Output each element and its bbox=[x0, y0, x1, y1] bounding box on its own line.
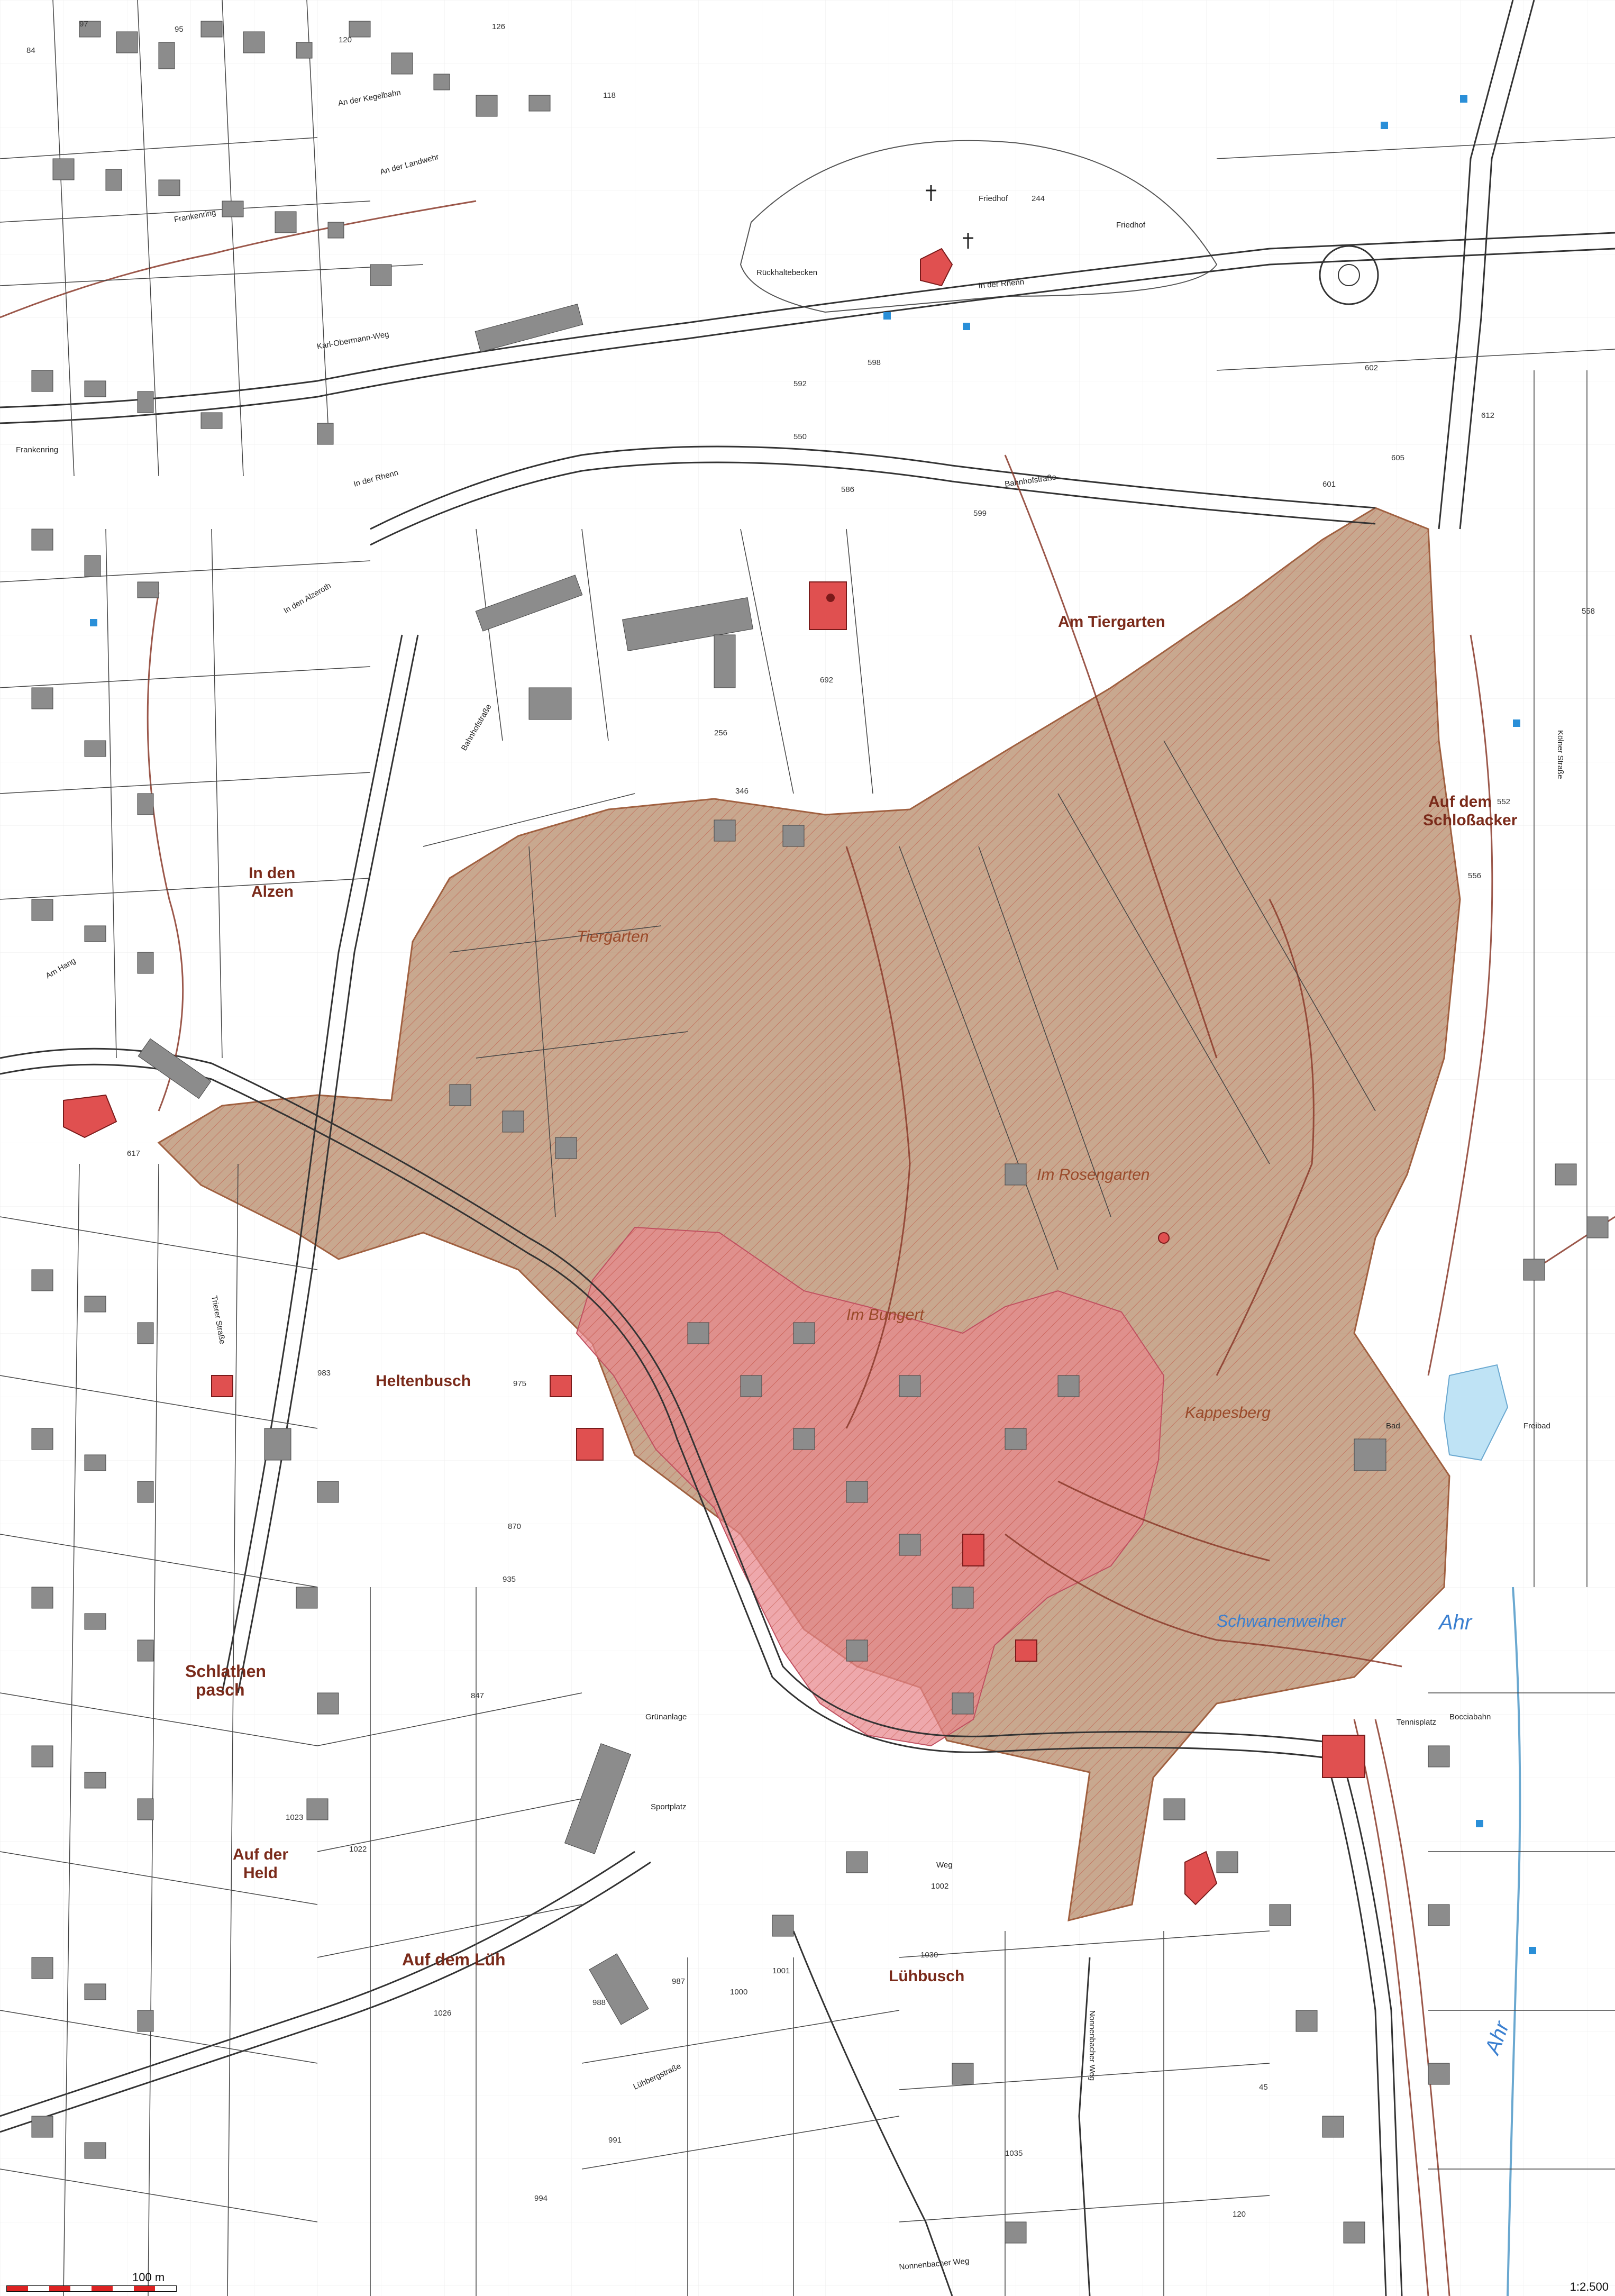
street-sportplatz: Sportplatz bbox=[651, 1802, 687, 1811]
parcel-number: 601 bbox=[1322, 480, 1336, 489]
parcel-number: 97 bbox=[79, 20, 88, 29]
label-am-tiergarten: Am Tiergarten bbox=[1058, 613, 1165, 631]
contour-lines bbox=[0, 200, 1615, 2296]
parcel-number: 256 bbox=[714, 728, 727, 737]
scale-bar bbox=[6, 2285, 177, 2292]
parcel-number: 120 bbox=[339, 35, 352, 44]
parking-icon bbox=[90, 95, 1536, 1954]
parcel-number: 994 bbox=[534, 2194, 548, 2203]
parcel-number: 1001 bbox=[772, 1966, 790, 1975]
parcel-number: 95 bbox=[175, 25, 184, 34]
parcel-number: 1022 bbox=[349, 1845, 367, 1854]
label-alzen: Alzen bbox=[251, 883, 294, 900]
parcel-number: 45 bbox=[1259, 2083, 1268, 2092]
parcel-number: 605 bbox=[1391, 453, 1404, 462]
label-im-rosengarten: Im Rosengarten bbox=[1037, 1166, 1149, 1183]
street-tennisplatz: Tennisplatz bbox=[1397, 1718, 1436, 1727]
parcel-number: 612 bbox=[1481, 411, 1494, 420]
parcel-number: 118 bbox=[603, 91, 616, 100]
street-kolner-strasse: Kölner Straße bbox=[1556, 730, 1565, 779]
parcel-number: 1000 bbox=[730, 1988, 747, 1997]
label-schlathen: Schlathen bbox=[185, 1662, 266, 1681]
parcel-number: 84 bbox=[26, 46, 35, 55]
parcel-number: 602 bbox=[1365, 363, 1378, 372]
parcel-number: 346 bbox=[735, 787, 749, 796]
label-heltenbusch: Heltenbusch bbox=[376, 1372, 471, 1390]
street-freibad: Freibad bbox=[1523, 1422, 1550, 1431]
parcel-number: 870 bbox=[508, 1522, 521, 1531]
parcel-number: 617 bbox=[127, 1149, 140, 1158]
label-auf-der: Auf der bbox=[233, 1846, 288, 1863]
label-pasch: pasch bbox=[196, 1680, 244, 1699]
parcel-number: 126 bbox=[492, 22, 505, 31]
special-buildings bbox=[63, 248, 1365, 1906]
parcel-number: 1035 bbox=[1005, 2149, 1023, 2158]
parcel-number: 991 bbox=[608, 2136, 622, 2145]
label-schwanenweiher: Schwanenweiher bbox=[1217, 1611, 1346, 1630]
parcel-number: 1030 bbox=[920, 1951, 938, 1960]
street-bad: Bad bbox=[1386, 1422, 1400, 1431]
label-schlossacker: Schloßacker bbox=[1423, 812, 1518, 829]
parcel-number: 988 bbox=[592, 1998, 606, 2007]
street-weg: Weg bbox=[936, 1861, 953, 1870]
label-ahr-1: Ahr bbox=[1438, 1611, 1473, 1634]
parcel-numbers: 97 95 126 120 84 118 244 550 586 592 598… bbox=[26, 20, 1595, 2219]
street-grunanlage: Grünanlage bbox=[645, 1712, 687, 1721]
parcel-number: 244 bbox=[1032, 194, 1045, 203]
street-bocciabahn: Bocciabahn bbox=[1449, 1712, 1491, 1721]
label-im-bungert: Im Bungert bbox=[846, 1306, 925, 1324]
label-luhbusch: Lühbusch bbox=[889, 1967, 964, 1985]
parcel-number: 987 bbox=[672, 1977, 685, 1986]
buildings bbox=[31, 21, 1609, 2244]
parcel-number: 120 bbox=[1233, 2210, 1246, 2219]
scale-ratio: 1:2.500 bbox=[1570, 2280, 1609, 2293]
parcel-number: 552 bbox=[1497, 797, 1510, 806]
parcel-number: 935 bbox=[503, 1575, 516, 1584]
parcel-number: 550 bbox=[793, 432, 807, 441]
label-held: Held bbox=[243, 1864, 278, 1882]
label-auf-dem-1: Auf dem bbox=[1428, 793, 1492, 810]
street-ruckhaltebecken: Rückhaltebecken bbox=[756, 268, 817, 277]
parcel-number: 586 bbox=[841, 485, 854, 494]
street-friedhof-1: Friedhof bbox=[979, 194, 1008, 203]
parcel-number: 847 bbox=[471, 1691, 484, 1700]
parcel-number: 556 bbox=[1468, 871, 1481, 880]
pool-water bbox=[1443, 1364, 1509, 1461]
parcel-number: 558 bbox=[1582, 607, 1595, 616]
parcel-number: 1023 bbox=[286, 1813, 303, 1822]
label-kappesberg: Kappesberg bbox=[1185, 1404, 1271, 1422]
label-in-den: In den bbox=[249, 864, 295, 882]
street-nonnenbacher-weg-1: Nonnenbacher Weg bbox=[1088, 2010, 1097, 2081]
parcel-number: 599 bbox=[973, 509, 987, 518]
church-icon bbox=[826, 594, 835, 602]
parcel-number: 983 bbox=[317, 1369, 331, 1378]
street-frankenring-2: Frankenring bbox=[16, 445, 58, 454]
label-auf-dem-luh: Auf dem Lüh bbox=[402, 1950, 506, 1969]
street-friedhof-2: Friedhof bbox=[1116, 221, 1146, 230]
parcel-number: 1026 bbox=[434, 2009, 451, 2018]
river-ahr bbox=[1507, 1587, 1521, 2296]
scale-bar-label: 100 m bbox=[132, 2271, 165, 2284]
parcel-number: 592 bbox=[793, 379, 807, 388]
parcel-number: 692 bbox=[820, 676, 833, 685]
cross-icon bbox=[926, 185, 973, 249]
label-tiergarten: Tiergarten bbox=[577, 928, 649, 945]
parcel-number: 975 bbox=[513, 1379, 526, 1388]
parcel-number: 1002 bbox=[931, 1882, 948, 1891]
parcel-number: 598 bbox=[868, 358, 881, 367]
